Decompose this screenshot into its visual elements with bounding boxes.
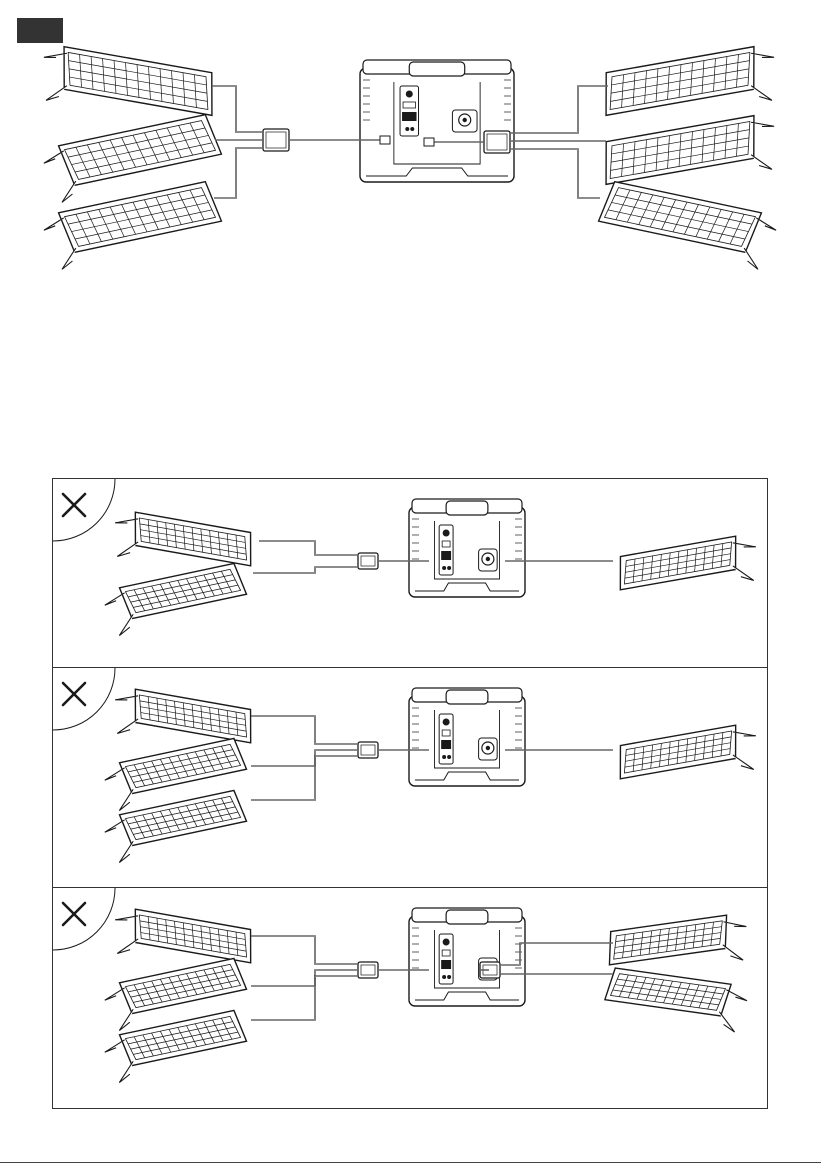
corner-arc xyxy=(53,888,115,950)
cable xyxy=(251,750,358,766)
station-handle xyxy=(446,910,488,924)
station-handle xyxy=(446,501,488,515)
power-station xyxy=(409,688,525,786)
station-handle xyxy=(446,690,488,704)
corner-arc xyxy=(53,479,115,541)
branch-connector xyxy=(358,553,378,569)
port-icon xyxy=(441,740,451,749)
port-icon xyxy=(443,719,450,726)
power-station xyxy=(409,908,525,1006)
incorrect-example-3-drawing xyxy=(53,888,769,1110)
incorrect-example-1-drawing xyxy=(53,479,769,669)
incorrect-example-2-drawing xyxy=(53,668,769,889)
solar-panel xyxy=(603,967,749,1033)
port-icon xyxy=(402,112,416,121)
plug xyxy=(380,136,390,144)
incorrect-example-3 xyxy=(52,887,768,1109)
cable xyxy=(510,86,608,133)
corner-arc xyxy=(53,668,115,730)
cable xyxy=(251,976,358,1020)
solar-panel xyxy=(37,44,220,130)
station-handle xyxy=(409,62,464,76)
cable xyxy=(251,756,358,800)
branch-connector xyxy=(263,129,289,151)
branch-connector xyxy=(358,742,378,758)
solar-panel xyxy=(605,913,751,979)
incorrect-example-1 xyxy=(52,478,768,668)
port-icon xyxy=(441,960,451,969)
cable xyxy=(212,86,263,132)
solar-panel xyxy=(102,1009,250,1084)
power-station xyxy=(409,499,525,597)
port-icon xyxy=(443,530,450,537)
power-station xyxy=(360,60,514,182)
cable xyxy=(214,148,263,198)
cable xyxy=(253,567,358,573)
port-icon xyxy=(443,939,450,946)
cross-icon xyxy=(63,683,85,705)
solar-panel xyxy=(596,180,779,271)
cross-icon xyxy=(63,494,85,516)
page-bottom-rule xyxy=(0,1162,821,1163)
cable xyxy=(251,970,358,986)
solar-panel xyxy=(102,562,250,637)
cable xyxy=(251,716,358,744)
port-icon xyxy=(406,91,413,98)
plug xyxy=(424,138,434,146)
branch-connector xyxy=(484,131,510,153)
incorrect-example-2 xyxy=(52,667,768,888)
solar-panel xyxy=(615,722,762,793)
solar-panel xyxy=(615,533,762,604)
correct-connection-diagram xyxy=(0,0,821,300)
station-body xyxy=(360,68,514,182)
port-icon xyxy=(441,551,451,560)
kickstand xyxy=(725,990,748,1001)
cable xyxy=(251,936,358,964)
branch-connector xyxy=(358,962,378,978)
cable xyxy=(259,541,358,555)
cable xyxy=(510,149,600,198)
cross-icon xyxy=(63,903,85,925)
solar-panel xyxy=(102,789,250,864)
